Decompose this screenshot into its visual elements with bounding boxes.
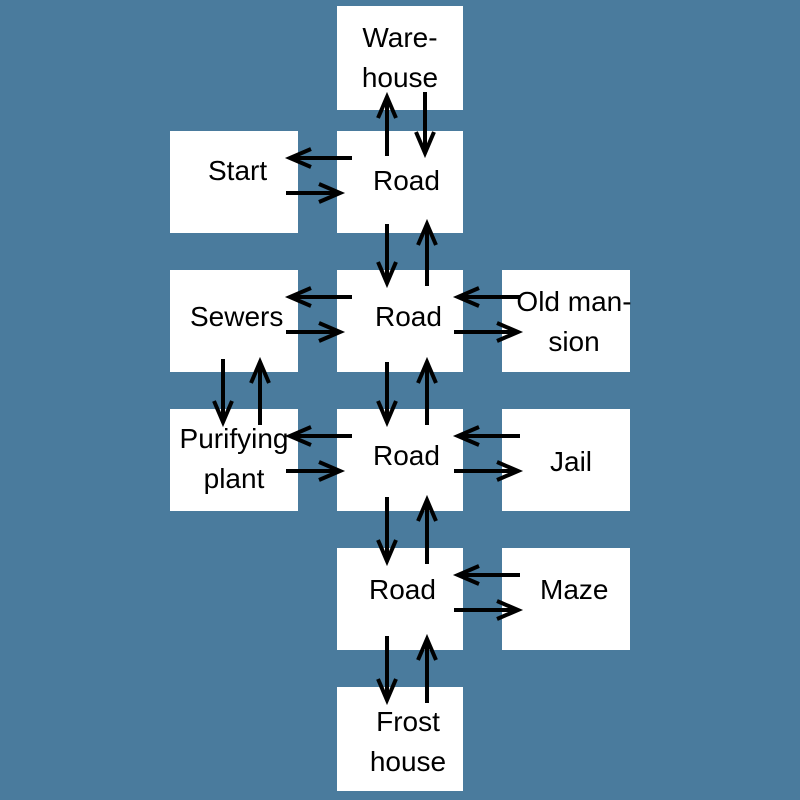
arrow-purifying-plant-to-sewers [249,356,271,425]
node-frost-house: Frost house [337,687,463,791]
node-label: Old man- sion [516,286,632,357]
arrow-road4-to-maze [454,599,524,621]
node-road-1: Road [337,131,463,233]
node-label: Road [369,574,436,605]
arrow-road3-to-road2 [416,356,438,425]
node-label: Sewers [190,301,284,332]
arrow-road2-to-road1 [416,218,438,286]
arrow-road1-to-road2 [376,224,398,289]
arrow-warehouse-to-road1 [414,92,436,159]
node-start: Start [170,131,298,233]
arrow-road2-to-old-mansion [454,321,524,343]
node-road-2: Road [337,270,463,372]
arrow-road4-to-frost-house [376,636,398,706]
node-maze: Maze [502,548,630,650]
arrow-road1-to-start [284,147,352,169]
arrow-road3-to-purifying-plant [284,425,352,447]
arrow-road2-to-road3 [376,362,398,428]
arrow-frost-house-to-road4 [416,633,438,703]
node-label: Ware- house [361,22,439,93]
node-warehouse: Ware- house [337,6,463,110]
node-jail: Jail [502,409,630,511]
arrow-sewers-to-purifying-plant [212,359,234,428]
arrow-road2-to-sewers [284,286,352,308]
arrow-road3-to-road4 [376,497,398,567]
node-label: Jail [550,446,593,477]
arrow-start-to-road1 [286,182,346,204]
arrow-sewers-to-road2 [286,321,346,343]
node-sewers: Sewers [170,270,298,372]
node-label: Purifying plant [179,423,289,494]
node-label: Frost house [369,706,447,777]
node-old-mansion: Old man- sion [502,270,632,372]
node-label: Start [208,155,268,186]
node-label: Road [375,301,442,332]
node-road-4: Road [337,548,463,650]
arrow-road3-to-jail [454,460,524,482]
arrow-road4-to-road3 [416,494,438,564]
arrow-old-mansion-to-road2 [452,286,520,308]
node-purifying-plant: Purifying plant [170,409,298,511]
arrow-jail-to-road3 [452,425,520,447]
arrow-purifying-plant-to-road3 [286,460,346,482]
node-label: Road [373,165,440,196]
node-label: Road [373,440,440,471]
node-label: Maze [540,574,609,605]
arrow-maze-to-road4 [452,564,520,586]
node-road-3: Road [337,409,463,511]
arrow-road1-to-warehouse [376,91,398,156]
